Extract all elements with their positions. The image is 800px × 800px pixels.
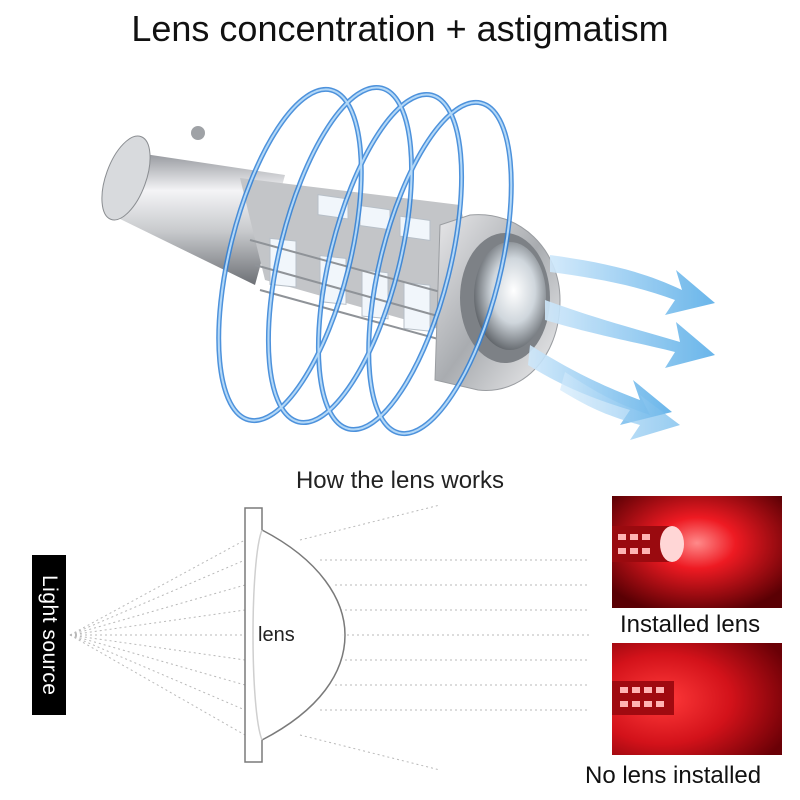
- light-source-label: Light source: [38, 574, 61, 696]
- outgoing-light-rays: [299, 504, 590, 771]
- no-lens-caption: No lens installed: [585, 762, 762, 789]
- light-source-label-box: Light source: [32, 555, 66, 715]
- installed-lens-caption: Installed lens: [620, 611, 761, 638]
- incoming-light-rays: [69, 539, 246, 736]
- led-bulb-illustration: [101, 84, 715, 440]
- light-beam-arrows: [528, 255, 715, 440]
- lens-label: lens: [258, 624, 295, 646]
- lens-diagram: [69, 504, 590, 771]
- bulb-base: [101, 126, 285, 285]
- lens-shape: [244, 507, 346, 763]
- no-lens-photo: [612, 643, 782, 755]
- lens-head: [434, 214, 561, 391]
- diagram-subtitle: How the lens works: [295, 467, 505, 494]
- installed-lens-photo: [612, 496, 782, 608]
- page-title: Lens concentration + astigmatism: [131, 8, 669, 49]
